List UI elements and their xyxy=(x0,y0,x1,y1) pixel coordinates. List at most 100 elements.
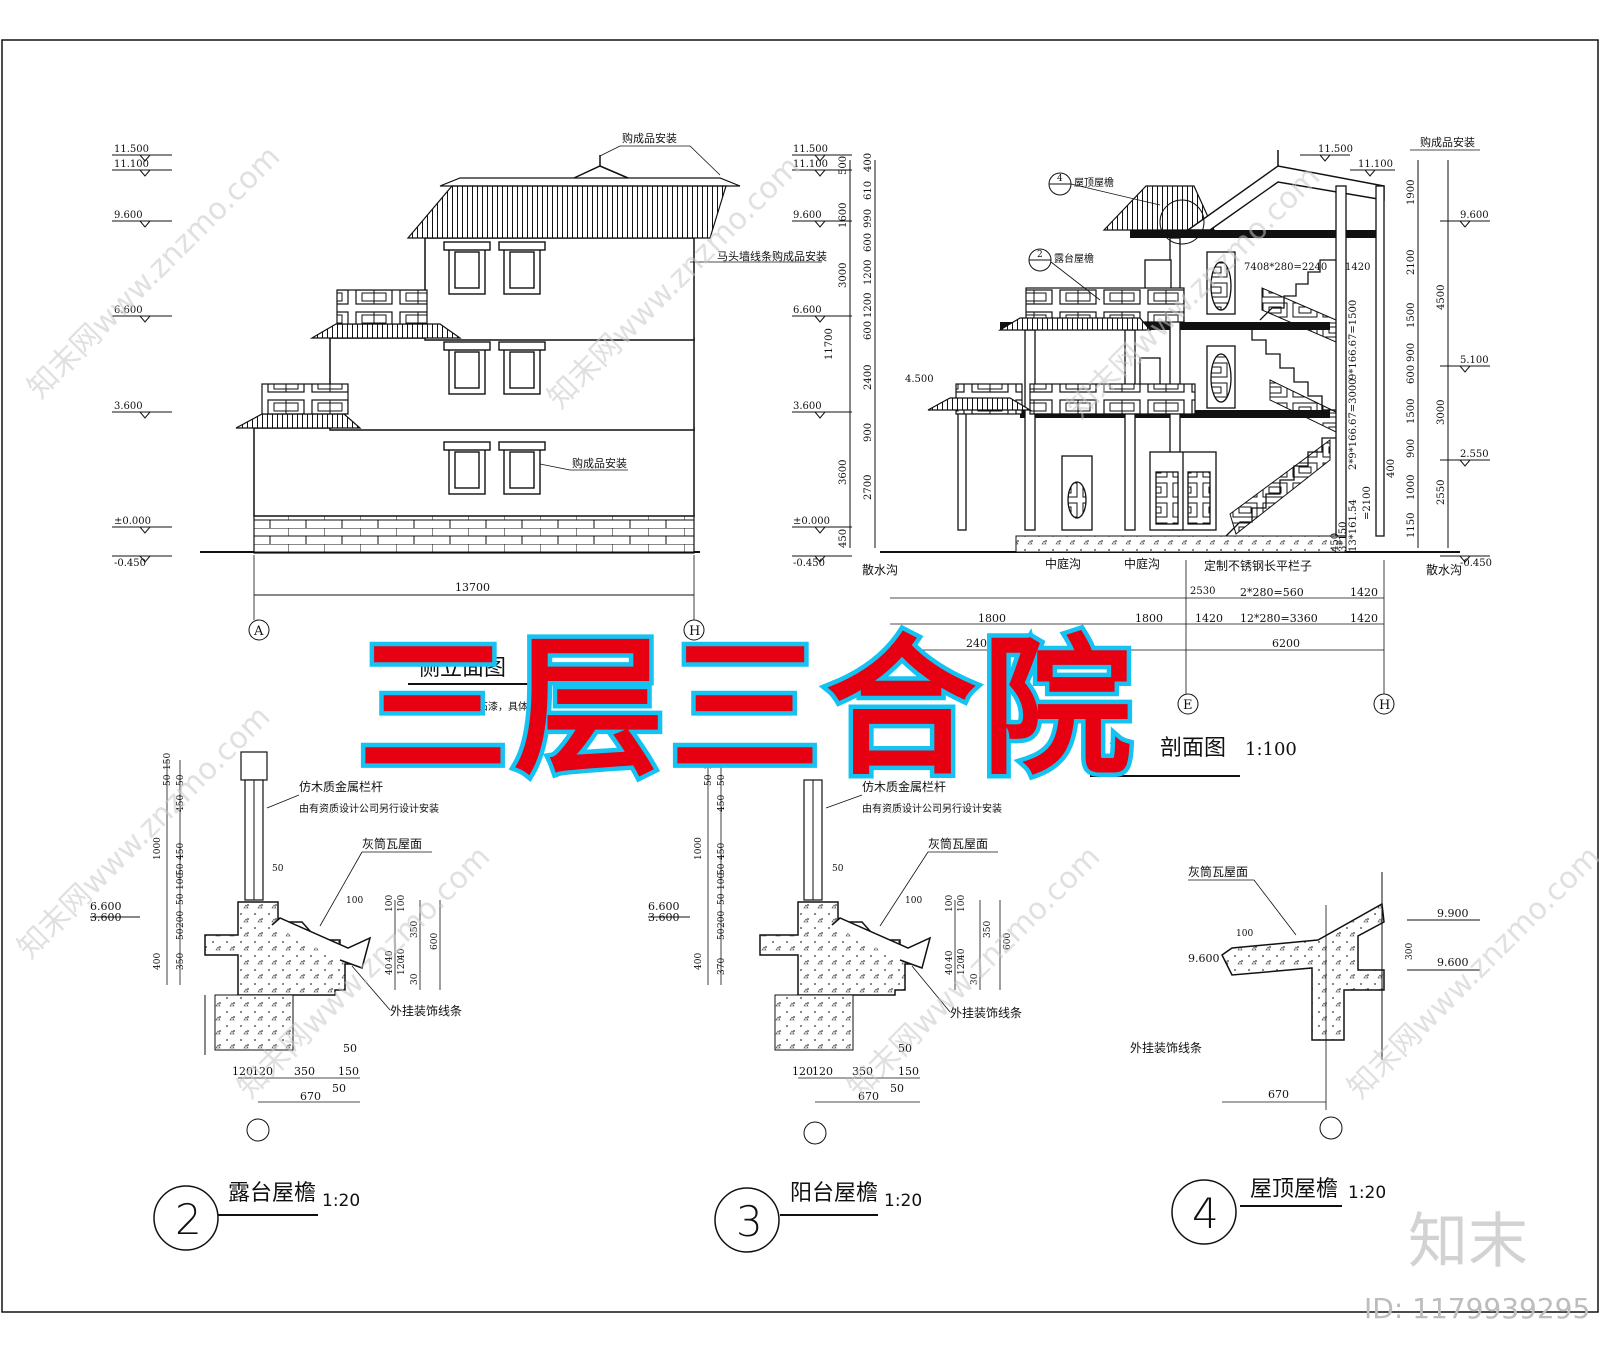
d3-dr-4: 40 xyxy=(945,950,955,962)
sec-label-ditch-left: 散水沟 xyxy=(862,562,898,577)
id-label: ID: 1179939295 xyxy=(1364,1292,1590,1325)
d2-dv-4: 1000 xyxy=(153,837,163,860)
sec-sdim-6: =2100 xyxy=(1362,486,1373,520)
side-level-9600: 9.600 xyxy=(114,210,143,221)
sec-level-l0: 11.500 xyxy=(793,144,828,155)
sec-label-rail: 定制不锈钢长平栏子 xyxy=(1204,558,1312,573)
d2-dh-5: 50 xyxy=(332,1082,346,1095)
sec-level-r2: 9.600 xyxy=(1460,210,1489,221)
sec-ldim2-7: 2400 xyxy=(863,365,874,390)
d2-dr-8: 40 xyxy=(397,948,407,960)
sec-bdim-4: 1420 xyxy=(1350,586,1378,599)
sec-rdim-10: 2550 xyxy=(1436,480,1447,505)
d3-dh-2: 350 xyxy=(852,1065,873,1078)
d2-note-0: 仿木质金属栏杆 xyxy=(299,779,383,794)
sec-rdim-12: 400 xyxy=(1386,459,1397,478)
d3-dr-5: 120 xyxy=(957,958,967,975)
d2-dh-3: 50 xyxy=(343,1042,357,1055)
sec-level-r4: 2.550 xyxy=(1460,449,1489,460)
d2-note-3: 外挂装饰线条 xyxy=(390,1004,462,1018)
d3-dh-0: 120 xyxy=(792,1065,813,1078)
d2-dv-1: 50 xyxy=(163,774,173,786)
d3-dr-6: 30 xyxy=(970,973,980,985)
d2-level-1: 3.600 xyxy=(90,911,122,924)
d3-dh-1: 120 xyxy=(812,1065,833,1078)
d2-level-0: 6.600 xyxy=(90,900,122,913)
side-callout-3: 购成品安装 xyxy=(572,456,627,470)
d3-num-circle xyxy=(714,1187,780,1253)
d3-dv-11: 370 xyxy=(717,958,727,975)
sec-ldim2-9: 2700 xyxy=(863,475,874,500)
d2-dr-1: 350 xyxy=(410,921,420,938)
side-windows xyxy=(443,241,546,495)
sec-rdim-1: 2100 xyxy=(1406,250,1417,275)
side-level-3600: 3.600 xyxy=(114,401,143,412)
d3-dv-3: 450 xyxy=(717,795,727,812)
sec-sdim-7: 450 xyxy=(1330,533,1341,552)
side-callout-2: 马头墙线条购成品安装 xyxy=(717,249,827,263)
side-note: 注：外立面为真石漆，具体 xyxy=(408,700,528,713)
d3-dv-12: 400 xyxy=(694,953,704,970)
sec-rdim-5: 600 xyxy=(1406,365,1417,384)
side-total-dim: 13700 xyxy=(455,581,490,594)
d2-dr-5: 120 xyxy=(397,958,407,975)
d2-dv-11: 350 xyxy=(176,953,186,970)
sec-bdim-8: 2400 xyxy=(966,637,994,650)
d3-d50: 50 xyxy=(832,864,844,874)
sec-axis-e: E xyxy=(1183,698,1193,713)
sec-ldim-4: 3600 xyxy=(838,460,849,485)
d2-dr-0: 600 xyxy=(430,933,440,950)
d2-dv-12: 400 xyxy=(153,953,163,970)
sec-ldim2-8: 900 xyxy=(863,423,874,442)
d2-scale: 1:20 xyxy=(322,1191,360,1211)
d2-dh-4: 150 xyxy=(338,1065,359,1078)
sec-rdim-6: 1500 xyxy=(1406,399,1417,424)
d2-dv-10: 50 xyxy=(176,928,186,940)
sec-ldim2-2: 990 xyxy=(863,209,874,228)
side-level-0: ±0.000 xyxy=(114,516,151,527)
d3-dv-2: 50 xyxy=(717,774,727,786)
d2-dr-2: 100 xyxy=(385,895,395,912)
sec-callout-buy: 购成品安装 xyxy=(1420,135,1475,149)
d4-dim-0: 100 xyxy=(1236,929,1253,939)
detail-4: 灰筒瓦屋面 9.900 9.600 9.600 100 300 670 外挂装饰… xyxy=(1130,864,1480,1245)
d2-d50: 50 xyxy=(272,864,284,874)
d2-dh-6: 670 xyxy=(300,1090,321,1103)
side-balustrade-1 xyxy=(261,383,349,415)
sec-label-ditch-right: 散水沟 xyxy=(1426,562,1462,577)
sec-bdim-5: 12*280=3360 xyxy=(1240,612,1318,625)
sec-axis-h: H xyxy=(1379,698,1390,713)
sec-level-l5: 3.600 xyxy=(793,401,822,412)
sec-sdim-2: 1420 xyxy=(1345,262,1370,273)
d3-dv-10: 50 xyxy=(717,928,727,940)
sec-label-court-2: 中庭沟 xyxy=(1124,556,1160,571)
d2-dv-0: 150 xyxy=(163,753,173,770)
main-title: 三层三合院 xyxy=(358,622,1138,796)
d3-dh-6: 670 xyxy=(858,1090,879,1103)
sec-label-court-1: 中庭沟 xyxy=(1045,556,1081,571)
d3-dv-6: 50 xyxy=(717,863,727,875)
d4-num-circle xyxy=(1171,1179,1237,1245)
watermark-1: 知末网www.znzmo.com xyxy=(21,139,287,405)
watermark-4: 知末网www.znzmo.com xyxy=(11,699,277,965)
sec-bdim-1: 1800 xyxy=(1135,612,1163,625)
d3-dr-1: 350 xyxy=(983,921,993,938)
detail-2: 150 50 50 450 1000 450 50 100 50 200 50 … xyxy=(90,751,462,1251)
sec-bdim-3: 2*280=560 xyxy=(1240,586,1304,599)
side-level-11100: 11.100 xyxy=(114,159,149,170)
d4-num: 4 xyxy=(1192,1189,1219,1238)
side-roof-main xyxy=(406,185,727,239)
d2-num: 2 xyxy=(175,1195,202,1244)
side-axis-h: H xyxy=(689,624,700,639)
d2-note-1: 由有资质设计公司另行设计安装 xyxy=(299,802,439,815)
side-elevation: 11.500 11.100 9.600 6.600 3.600 ±0.000 -… xyxy=(112,131,827,713)
d3-dv-1: 50 xyxy=(704,774,714,786)
d3-note-0: 仿木质金属栏杆 xyxy=(862,779,946,794)
sec-sdim-3: 9*166.67=1500 xyxy=(1348,300,1359,380)
d4-level-0: 9.900 xyxy=(1437,907,1469,920)
sec-ldim2-5: 1200 xyxy=(863,293,874,318)
d3-dr-0: 600 xyxy=(1003,933,1013,950)
section-view: 11.500 11.100 9.600 6.600 4.500 3.600 ±0… xyxy=(792,135,1492,777)
d4-dim-1: 300 xyxy=(1405,943,1415,960)
d3-dr-8: 40 xyxy=(957,948,967,960)
